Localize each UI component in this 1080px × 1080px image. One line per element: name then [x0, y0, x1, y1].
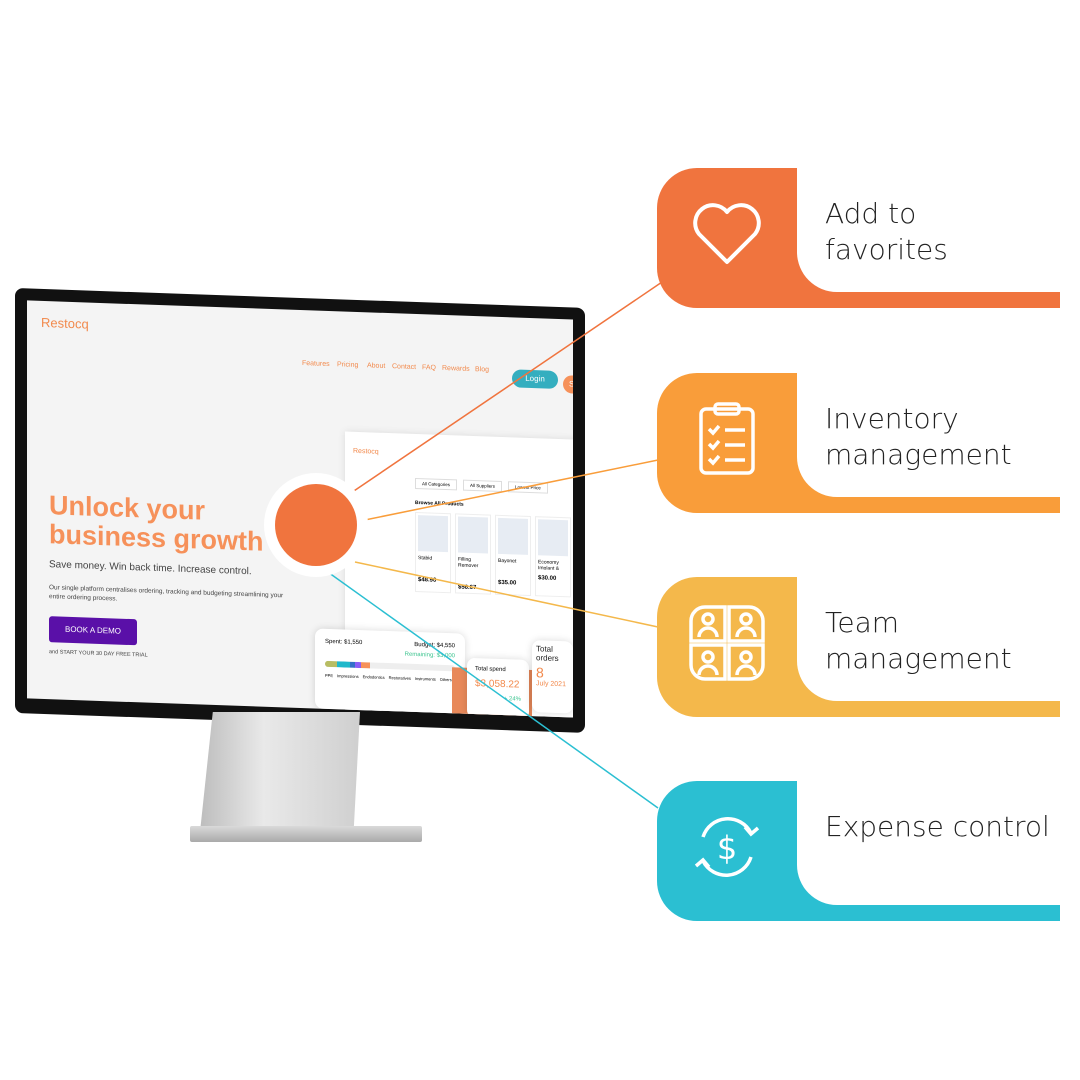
- feature-label: Add to favorites: [825, 197, 948, 266]
- feature-favorites: Add to favorites: [657, 168, 1060, 308]
- dollar-cycle-icon: $: [694, 817, 760, 877]
- feature-team: Team management: [657, 577, 1060, 717]
- feature-expense: $ Expense control: [657, 781, 1060, 921]
- line-expense: [324, 569, 659, 809]
- feature-inventory: Inventory management: [657, 373, 1060, 513]
- line-team: [354, 561, 659, 628]
- line-favorites: [344, 279, 666, 498]
- feature-label: Team management: [825, 606, 1012, 675]
- monitor-base: [190, 826, 422, 842]
- highlight-dot: [275, 484, 357, 566]
- clipboard-checklist-icon: [699, 402, 755, 475]
- feature-label: Inventory management: [825, 402, 1012, 471]
- svg-text:$: $: [717, 829, 737, 867]
- line-inventory: [354, 459, 659, 523]
- monitor-stand: [200, 712, 360, 832]
- feature-label: Expense control: [825, 810, 1050, 843]
- team-icon: [689, 605, 765, 681]
- heart-icon: [693, 203, 761, 264]
